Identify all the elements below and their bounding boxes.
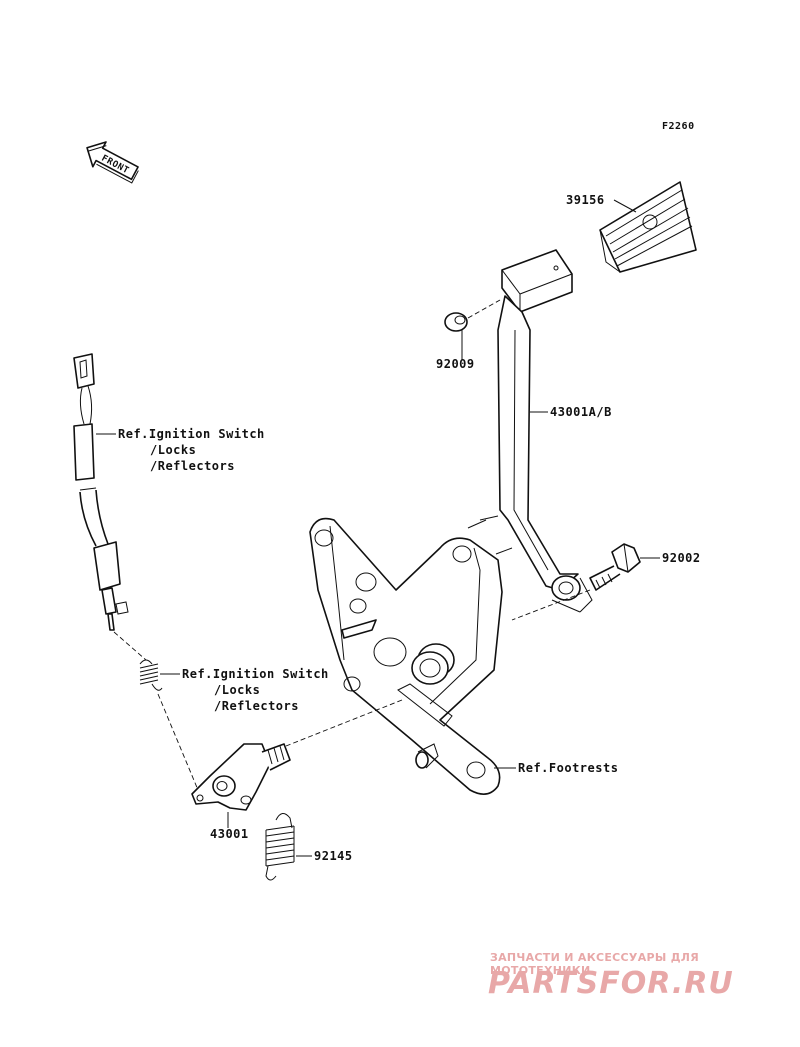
switch-spring	[139, 659, 163, 691]
ref-upper-line1: Ref.Ignition Switch	[118, 427, 265, 441]
spring-guide-line	[157, 693, 199, 791]
watermark-logo: PARTSFOR.RU	[488, 966, 734, 1001]
reference-label-lower: Ref.Ignition Switch /Locks /Reflectors	[182, 667, 329, 713]
bolt-92002	[589, 543, 641, 591]
reference-label-upper: Ref.Ignition Switch /Locks /Reflectors	[118, 427, 265, 473]
return-spring-92145	[265, 813, 295, 881]
brake-pedal-arm	[497, 295, 593, 613]
bolt-guide-line	[511, 589, 591, 621]
ref-upper-line2: /Locks	[150, 443, 196, 457]
part-label-39156: 39156	[566, 193, 605, 207]
part-label-92145: 92145	[314, 849, 353, 863]
pivot-bracket-43001	[191, 743, 291, 811]
ref-lower-line3: /Reflectors	[214, 699, 299, 713]
switch-guide-line	[113, 631, 147, 661]
brake-light-switch	[73, 353, 129, 631]
washer-guide-line	[467, 299, 501, 319]
front-arrow-icon: FRONT	[86, 141, 139, 184]
watermark-tagline: ЗАПЧАСТИ И АКСЕССУАРЫ ДЛЯ МОТОТЕХНИКИ	[490, 951, 700, 977]
footrest-bracket-plate	[309, 515, 513, 795]
brake-pedal-pad	[599, 181, 697, 273]
ref-lower-line1: Ref.Ignition Switch	[182, 667, 329, 681]
part-label-92002: 92002	[662, 551, 701, 565]
ref-upper-line3: /Reflectors	[150, 459, 235, 473]
leader-lines	[96, 199, 660, 857]
pedal-mount-plate	[501, 249, 573, 313]
part-label-92009: 92009	[436, 357, 475, 371]
figure-code: F2260	[662, 121, 695, 132]
ref-footrests-label: Ref.Footrests	[518, 761, 618, 775]
part-label-43001: 43001	[210, 827, 249, 841]
part-label-43001ab: 43001A/B	[550, 405, 612, 419]
washer-92009	[444, 312, 468, 332]
ref-lower-line2: /Locks	[214, 683, 260, 697]
pivot-guide-line	[285, 699, 403, 747]
